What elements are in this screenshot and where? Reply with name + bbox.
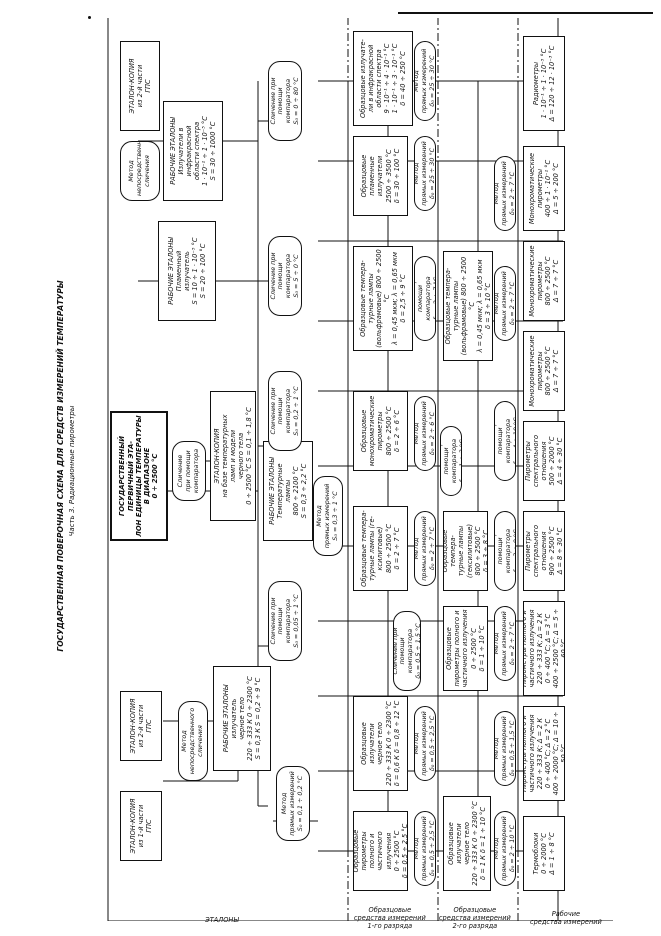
obr1-method-7: Метод прямых измерений δ₀ = 25 ÷ 30 °С bbox=[414, 41, 436, 121]
working-mono-b: Монохроматические пирометры 800 ÷ 2500 °… bbox=[523, 241, 565, 321]
obr2-blackbody: Образцовые излучатели черное тело 220 ÷ … bbox=[443, 796, 491, 891]
working-ratio-a: Пирометры спектрального отношения 900 ÷ … bbox=[523, 511, 565, 591]
compare-oval-4: Сличение при помощи компаратора S₀ = 0 ÷… bbox=[268, 61, 302, 141]
obr1-method-3: Метод прямых измерений δ₀ = 2 ÷ 7 °С bbox=[414, 511, 436, 586]
obr2-method-3: Метод прямых измерений δ₀ = 2 ÷ 7 °С bbox=[494, 606, 516, 681]
obr1-compare-2: Сличение при помощи компаратора δ₀ = 1 ÷… bbox=[440, 426, 462, 496]
etalon-copy-part1: ЭТАЛОН-КОПИЯ из 1-й части ГПС bbox=[120, 791, 162, 861]
obr1-method-2: Метод прямых измерений δ₀ = 0,5 ÷ 2,5 °С bbox=[414, 706, 436, 781]
working-mono-c: Монохроматические пирометры 400 ÷ 1 · 10… bbox=[523, 146, 565, 231]
direct-method-oval-2: Метод прямых измерений S₀ = 0,3 ÷ 1 °С bbox=[313, 476, 343, 556]
etalon-copy-right: ЭТАЛОН-КОПИЯ из 2-й части ГПС bbox=[120, 41, 160, 131]
working-ratio-b: Пирометры спектрального отношения 500 ÷ … bbox=[523, 421, 565, 501]
row-label-obr2: Образцовые средства измерений 2-го разря… bbox=[438, 906, 511, 930]
state-primary-standard: ГОСУДАРСТВЕННЫЙ ПЕРВИЧНЫЙ ЭТА- ЛОН ЕДИНИ… bbox=[110, 411, 168, 541]
obr1-infrared: Образцовые излучате- ли в инфракрасной о… bbox=[353, 31, 413, 126]
work-etalon-infrared: РАБОЧИЕ ЭТАЛОНЫ Излучатели в инфракрасно… bbox=[163, 101, 223, 201]
working-pyrometers-a: Пирометры полного и частичного излучения… bbox=[523, 706, 565, 801]
obr1-method-6: Метод прямых измерений δ₀ = 25 ÷ 30 °С bbox=[414, 136, 436, 211]
obr2-lamps-tungsten: Образцовые темпера- турные лампы (вольфр… bbox=[443, 251, 493, 361]
corner-mark bbox=[88, 16, 91, 19]
direct-compare-right: Метод непосредственного сличения bbox=[120, 141, 160, 201]
obr1-method-4: Метод прямых измерений δ₀ = 2 ÷ 6 °С bbox=[414, 396, 436, 471]
etalon-copy-center: ЭТАЛОН-КОПИЯ на базе температурных ламп … bbox=[210, 391, 256, 521]
obr2-pyrometers: Образцовые пирометры полного и частичног… bbox=[443, 606, 488, 691]
work-etalon-blackbody: РАБОЧИЕ ЭТАЛОНЫ излучатель черное тело 2… bbox=[213, 666, 271, 771]
obr1-mono-pyrometers: Образцовые монохроматические пирометры 8… bbox=[353, 391, 408, 471]
obr2-method-4: Сличение при помощи компаратора δ₀ = 3 ÷… bbox=[494, 511, 516, 591]
row-label-working: Рабочие средства измерений bbox=[529, 910, 602, 926]
obr2-method-6: Метод прямых измерений δ₀ = 2 ÷ 7 °С bbox=[494, 266, 516, 341]
obr2-lamps-hex: Образцовые темпера- турные лампы (гексил… bbox=[443, 511, 488, 591]
obr2-method-1: Метод прямых измерений δ₀ = 2 ÷ 10 °С bbox=[494, 811, 516, 886]
obr1-lamps-tungsten: Образцовые темпера- турные лампы (вольфр… bbox=[353, 246, 413, 351]
work-etalon-lamps: РАБОЧИЕ ЭТАЛОНЫ Температурные лампы 800 … bbox=[263, 441, 313, 541]
row-label-obr1: Образцовые средства измерений 1-го разря… bbox=[353, 906, 426, 930]
working-radiometers: Радиометры 1 · 10⁻¹ ÷ 1 · 10⁻⁵ °С Δ = 12… bbox=[523, 36, 565, 131]
top-rule bbox=[398, 12, 653, 14]
row-label-etalons: ЭТАЛОНЫ bbox=[205, 916, 239, 925]
obr2-method-2: Метод прямых измерений δ₀ = 0,5 ÷ 1,5 °С bbox=[494, 711, 516, 786]
obr2-method-5: Сличение при помощи компаратора δ₀ = 4 ÷… bbox=[494, 401, 516, 481]
obr1-method-5: Сличение при помощи компаратора δ₀ = 2 ÷… bbox=[414, 256, 436, 341]
work-etalon-flame: РАБОЧИЕ ЭТАЛОНЫ Пламенный излучатель S =… bbox=[158, 221, 216, 321]
working-mono-a: Монохроматические пирометры 800 ÷ 2500 °… bbox=[523, 331, 565, 411]
obr2-method-7: Метод прямых измерений δ₀ = 2 ÷ 7 °С bbox=[494, 156, 516, 231]
obr1-pyrometers: Образцовые пирометры полного и частичног… bbox=[353, 811, 408, 891]
direct-compare-left: Метод непосредственного сличения bbox=[178, 701, 208, 781]
scheme-canvas: ГОСУДАРСТВЕННАЯ ПОВЕРОЧНАЯ СХЕМА ДЛЯ СРЕ… bbox=[48, 18, 613, 930]
compare-oval-2: Сличение при помощи компаратора S₀ = 0,2… bbox=[268, 371, 302, 451]
scheme-subtitle: Часть 3. Радиационные пирометры bbox=[68, 405, 76, 537]
compare-comparator-oval: Сличение при помощи компаратора bbox=[172, 441, 206, 501]
obr1-method-1: Метод прямых измерений δ₀ = 0,5 ÷ 2,5 °С bbox=[414, 811, 436, 886]
obr1-lamps-hex: Образцовые темпера- турные лампы (ге- кс… bbox=[353, 506, 408, 591]
direct-method-oval-1: Метод прямых измерений S₀ = 0,1 ÷ 0,2 °С bbox=[276, 766, 310, 841]
obr1-blackbody: Образцовые излучатели черное тело 220 ÷ … bbox=[353, 696, 408, 791]
scheme-title: ГОСУДАРСТВЕННАЯ ПОВЕРОЧНАЯ СХЕМА ДЛЯ СРЕ… bbox=[56, 280, 65, 652]
etalon-copy-part2: ЭТАЛОН-КОПИЯ из 2-й части ГПС bbox=[120, 691, 162, 761]
obr1-compare-1: Сличение при помощи компаратора δ₀ = 0,5… bbox=[393, 611, 421, 691]
working-thermoblocks: Термоблоки 0 ÷ 2000 °С Δ = 1 ÷ 8 °С bbox=[523, 816, 565, 891]
compare-oval-3: Сличение при помощи компаратора S₀ = 5 ÷… bbox=[268, 236, 302, 316]
compare-oval-1: Сличение при помощи компаратора S₀ = 0,0… bbox=[268, 581, 302, 661]
obr1-flame: Образцовые пламенные излучатели 2500 ÷ 3… bbox=[353, 136, 408, 216]
working-pyrometers-b: Пирометры полного и частичного излучения… bbox=[523, 601, 565, 696]
